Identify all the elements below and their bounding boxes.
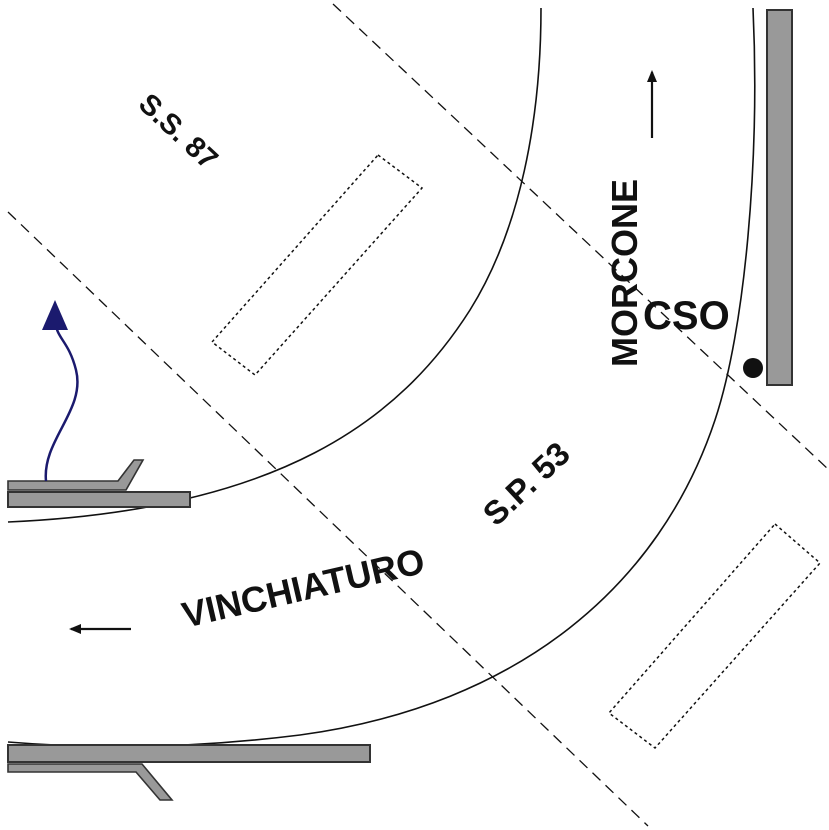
barrier-right xyxy=(766,9,793,386)
dashed-boundary-lower xyxy=(7,211,649,827)
cso-marker-icon xyxy=(743,358,763,378)
barrier-left-lower-flare xyxy=(7,763,174,801)
flow-curved-arrow-icon xyxy=(44,317,79,482)
road-edge-outer-curve xyxy=(7,7,756,748)
barrier-left-upper xyxy=(7,491,191,508)
site-label-cso: CSO xyxy=(643,294,730,338)
road-label-sp53: S.P. 53 xyxy=(476,435,577,533)
road-label-ss87: S.S. 87 xyxy=(132,88,223,176)
flow-arrowhead-icon xyxy=(42,300,68,330)
parking-area-lower xyxy=(607,522,822,750)
barrier-left-lower xyxy=(7,744,371,763)
destination-label-vinchiaturo: VINCHIATURO xyxy=(178,540,428,636)
parking-area-upper xyxy=(210,153,424,377)
dashed-boundary-upper xyxy=(332,3,829,471)
barrier-left-upper-flare xyxy=(7,459,145,491)
destination-label-morcone: MORCONE xyxy=(604,179,645,367)
road-edge-inner-curve xyxy=(7,7,542,523)
